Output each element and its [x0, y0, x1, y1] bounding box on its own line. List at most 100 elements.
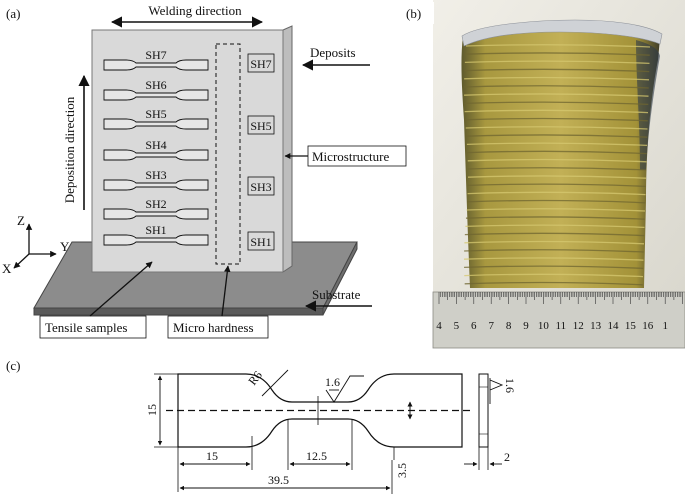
deposit-layer-line	[467, 158, 647, 163]
deposit-layer-line	[467, 175, 647, 179]
radius-label: R6	[245, 368, 265, 388]
ruler-label: 4	[436, 320, 442, 332]
ruler-label: 5	[454, 320, 460, 332]
ruler-label: 7	[488, 320, 494, 332]
micro-label-sh1: SH1	[247, 231, 275, 251]
wall-side-face	[282, 25, 293, 273]
tensile-label-sh5: SH5	[145, 107, 166, 121]
deposit-layer-line	[463, 257, 644, 261]
deposit-layer-line	[466, 208, 646, 212]
micro-label-sh7: SH7	[247, 53, 275, 73]
panel-a: (a) Welding direction Deposition directi…	[2, 3, 407, 339]
ruler-label: 15	[625, 320, 637, 332]
deposit-layer-line	[465, 216, 645, 220]
micro-hardness-strip	[215, 43, 241, 265]
svg-text:SH3: SH3	[250, 180, 271, 194]
deposit-layer-line	[464, 93, 649, 97]
deposit-layer-line	[466, 134, 648, 138]
deposit-layer-line	[464, 68, 650, 73]
ruler-label: 6	[471, 320, 477, 332]
tensile-sample-sh4: SH4	[103, 138, 209, 161]
deposit-layer-line	[465, 52, 650, 56]
deposit-layer-line	[464, 101, 649, 106]
specimen-outline	[177, 373, 463, 448]
deposition-direction-label: Deposition direction	[62, 96, 77, 203]
micro-hardness-pointer	[221, 265, 231, 317]
deposit-layer-line	[463, 85, 649, 89]
deposit-layer-line	[464, 265, 644, 270]
deposit-layer-line	[466, 142, 648, 147]
ruler-label: 16	[642, 320, 654, 332]
tensile-label-sh6: SH6	[145, 78, 166, 92]
deposit-layer-line	[467, 167, 647, 171]
panel-b-label-bg	[400, 2, 434, 24]
micro-hardness-box	[167, 315, 269, 339]
deposit-layer-line	[465, 117, 648, 122]
svg-text:SH1: SH1	[250, 235, 271, 249]
deposit-layer-line	[465, 44, 651, 48]
deposits-label: Deposits	[310, 45, 356, 60]
panel-c-label: (c)	[6, 358, 20, 373]
dim-half-width-label: 3.5	[395, 463, 409, 478]
roughness-label: 1.6	[325, 375, 340, 389]
deposit-layer-line	[464, 249, 644, 253]
substrate-plate-edge	[33, 307, 324, 316]
panel-a-label: (a)	[6, 6, 20, 21]
micro-label-sh5: SH5	[247, 115, 275, 135]
ruler	[432, 291, 685, 349]
microstructure-label: Microstructure	[312, 149, 389, 164]
deposit-layer-line	[464, 273, 644, 278]
tensile-label-sh2: SH2	[145, 197, 166, 211]
dim-total-label: 39.5	[268, 473, 289, 487]
tensile-label-sh3: SH3	[145, 168, 166, 182]
deposit-top-bead	[461, 19, 663, 47]
tensile-sample-sh7: SH7	[103, 48, 209, 71]
roughness-symbol	[325, 375, 364, 403]
deposit-layer-line	[467, 191, 646, 196]
axis-z-label: Z	[17, 213, 25, 228]
axis-x-label: X	[2, 261, 12, 276]
svg-text:SH5: SH5	[250, 119, 271, 133]
substrate-plate-side	[322, 241, 358, 316]
deposit-layer-line	[464, 60, 650, 65]
ruler-label: 12	[573, 320, 584, 332]
side-roughness-symbol	[489, 378, 504, 404]
ruler-label: 11	[556, 320, 567, 332]
deposit-layer-line	[467, 150, 647, 155]
panel-c: (c) R6 1.6 1.6 15 3.5	[6, 358, 517, 494]
tensile-samples-label: Tensile samples	[45, 320, 128, 335]
dim-thickness-label: 2	[504, 450, 510, 464]
deposit-layer-line	[464, 281, 643, 286]
axis-y-label: Y	[60, 239, 70, 254]
deposit-layer-line	[467, 183, 646, 188]
svg-text:SH7: SH7	[250, 57, 271, 71]
dim-gauge-label: 12.5	[306, 449, 327, 463]
deposit-wall-photo	[461, 24, 660, 288]
deposit-layer-line	[465, 126, 648, 130]
tensile-sample-sh3: SH3	[103, 168, 209, 191]
tensile-sample-sh5: SH5	[103, 107, 209, 130]
dim-height-label: 15	[145, 404, 159, 416]
radius-leader	[261, 369, 289, 397]
tensile-samples-box	[39, 315, 147, 339]
tensile-sample-sh2: SH2	[103, 197, 209, 220]
deposit-layer-line	[464, 240, 645, 245]
micro-hardness-label: Micro hardness	[173, 320, 254, 335]
deposit-layer-line	[464, 76, 650, 81]
ruler-label: 1	[662, 320, 668, 332]
ruler-label: 10	[538, 320, 550, 332]
ruler-ticks	[438, 292, 683, 304]
tensile-label-sh4: SH4	[145, 138, 166, 152]
deposit-layer-line	[464, 109, 649, 114]
micro-label-sh3: SH3	[247, 176, 275, 196]
tensile-label-sh1: SH1	[145, 223, 166, 237]
deposit-layer-line	[464, 232, 645, 237]
ruler-label: 8	[506, 320, 512, 332]
tensile-samples-pointer	[89, 261, 153, 317]
side-roughness-label: 1.6	[503, 378, 517, 393]
substrate-label: Substrate	[312, 287, 361, 302]
